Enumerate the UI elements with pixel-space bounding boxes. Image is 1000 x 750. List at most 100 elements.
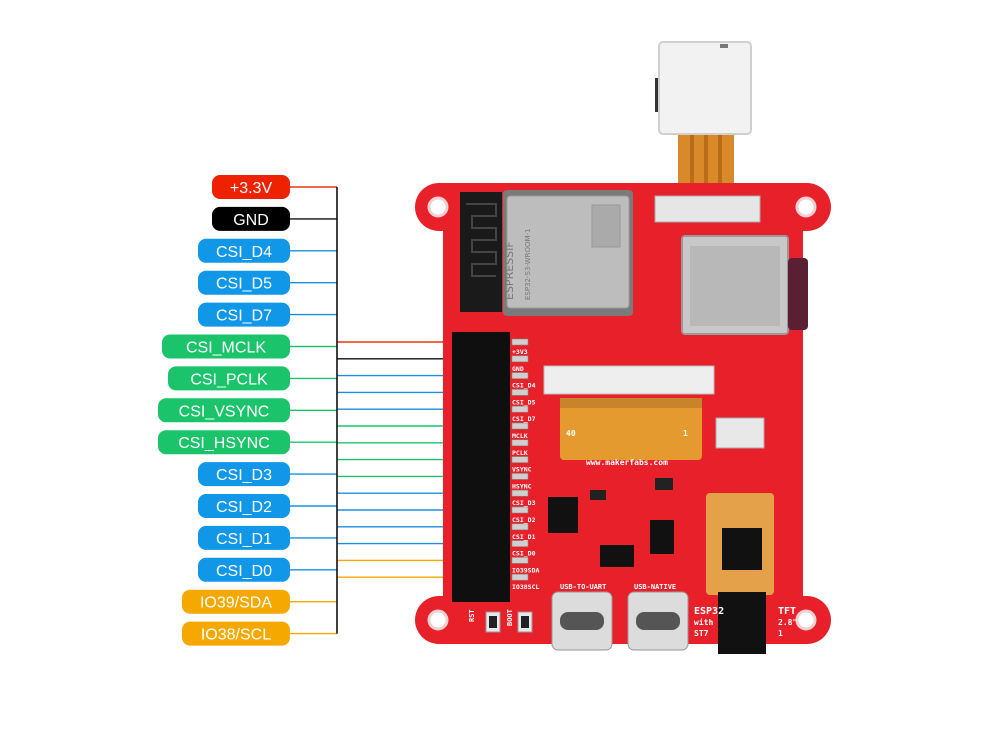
pin-label: CSI_VSYNC (158, 398, 290, 423)
silk-pin-label: CSI_D5 (512, 398, 536, 406)
pin-label-text: CSI_MCLK (186, 340, 266, 357)
header-pin (511, 422, 529, 430)
pin-label: GND (212, 206, 290, 231)
pin-label: CSI_D7 (198, 302, 290, 327)
silk-pin-label: CSI_D4 (512, 382, 536, 390)
rst-button-cap[interactable] (489, 616, 497, 628)
silk-pin-label: VSYNC (512, 466, 532, 474)
side-text-6: 1 (778, 629, 783, 638)
camera-flex-trace (718, 130, 722, 192)
pin-label-text: CSI_D7 (216, 308, 272, 325)
module-qr (591, 204, 621, 248)
usb-native-port[interactable] (627, 591, 689, 651)
silk-pin-label: CSI_D3 (512, 499, 536, 507)
silk-pin-label: IO38SCL (512, 583, 539, 591)
header-pin (511, 540, 529, 547)
lcd-fpc-connector (654, 195, 761, 223)
silkscreen-pin-labels: +3V3GNDCSI_D4CSI_D5CSI_D7MCLKPCLKVSYNCHS… (512, 348, 539, 591)
side-text-1: ESP32 (694, 606, 724, 617)
pin-label-text: CSI_D4 (216, 244, 272, 261)
camera-module (655, 41, 752, 192)
header-pin (511, 389, 529, 396)
header-pin (511, 372, 529, 379)
sd-card-slot (681, 235, 808, 335)
usb-uart-port[interactable] (551, 591, 613, 651)
pin-label-pill (212, 206, 290, 231)
pin-label: CSI_D0 (198, 557, 290, 582)
usb-uart-opening[interactable] (560, 612, 604, 630)
pin-label: CSI_PCLK (168, 366, 290, 391)
pin-label-text: CSI_VSYNC (179, 403, 270, 420)
header-pin (511, 405, 529, 413)
esp32-module: ESPRESSIF ESPRESSIF ESP32-S3-WROOM-1 (503, 190, 633, 316)
side-text-5: 2.8" (778, 618, 797, 627)
touch-connector (715, 417, 765, 449)
pin-label-pill (198, 525, 290, 550)
pin-label-pill (198, 462, 290, 487)
header-pin (511, 523, 529, 531)
pin-label-pill (198, 494, 290, 518)
header-pin (511, 355, 529, 363)
pin-label: IO38/SCL (182, 621, 290, 646)
pin-label-group: +3.3VGNDCSI_D4CSI_D5CSI_D7CSI_MCLKCSI_PC… (158, 175, 290, 646)
smd-part (590, 490, 606, 500)
mount-hole (795, 196, 817, 218)
module-brand: ESPRESSIF (503, 241, 516, 300)
silk-pin-label: CSI_D1 (512, 533, 536, 541)
silk-pin-label: CSI_D0 (512, 550, 536, 558)
pin-label: CSI_D1 (198, 525, 290, 550)
lcd-connector (543, 365, 715, 395)
pin-label-pill (168, 366, 290, 391)
pin-label-text: CSI_D2 (216, 499, 272, 516)
pin-label: CSI_D4 (198, 238, 290, 263)
silk-pin-label: CSI_D7 (512, 415, 536, 423)
pin-label-pill (198, 238, 290, 263)
silk-pin-label: MCLK (512, 432, 528, 440)
usb-uart-label: USB-TO-UART (560, 583, 606, 591)
pin-label-pill (158, 430, 290, 455)
silk-pin-label: IO39SDA (512, 566, 539, 574)
camera-lens-housing (658, 41, 752, 135)
silk-pin-label: HSYNC (512, 482, 532, 490)
pin-label: CSI_D3 (198, 462, 290, 487)
camera-flex-trace (690, 130, 694, 192)
pin-label-text: CSI_HSYNC (178, 435, 270, 452)
header-pin (511, 506, 529, 514)
camera-flex-trace (704, 130, 708, 192)
rst-button[interactable] (485, 611, 501, 633)
boot-button[interactable] (517, 611, 533, 633)
ic-chip (650, 520, 674, 554)
pin-label-pill (198, 270, 290, 295)
pin-label: CSI_HSYNC (158, 430, 290, 455)
maker-url: www.makerfabs.com (586, 458, 668, 467)
antenna-trace (466, 203, 497, 277)
usb-native-opening[interactable] (636, 612, 680, 630)
header-body (452, 332, 510, 602)
pin-label-text: CSI_PCLK (190, 371, 268, 388)
fpc-pin-1: 1 (683, 429, 688, 438)
pin-label-text: CSI_D3 (216, 467, 272, 484)
header-pin (511, 557, 529, 564)
side-text-2: with (694, 617, 713, 627)
fpc-pin-40: 40 (566, 429, 576, 438)
header-pin (511, 456, 529, 463)
header-pin (511, 473, 529, 480)
header-pins (511, 338, 529, 581)
rst-label: RST (468, 609, 476, 622)
pin-label: IO39/SDA (182, 589, 290, 614)
header-pin (511, 439, 529, 447)
boot-button-cap[interactable] (521, 616, 529, 628)
silk-pin-label: CSI_D2 (512, 516, 536, 524)
pin-label-text: CSI_D5 (216, 276, 272, 293)
mount-hole (427, 196, 449, 218)
pin-label-pill (198, 302, 290, 327)
pin-label-pill (162, 334, 290, 359)
ic-chip (600, 545, 634, 567)
side-text-4: TFT (778, 606, 796, 617)
header-pin (511, 338, 529, 346)
header-pin (511, 573, 529, 581)
pin-label-text: CSI_D0 (216, 563, 272, 580)
header-pin (511, 489, 529, 497)
pin-label-text: IO39/SDA (200, 595, 272, 612)
